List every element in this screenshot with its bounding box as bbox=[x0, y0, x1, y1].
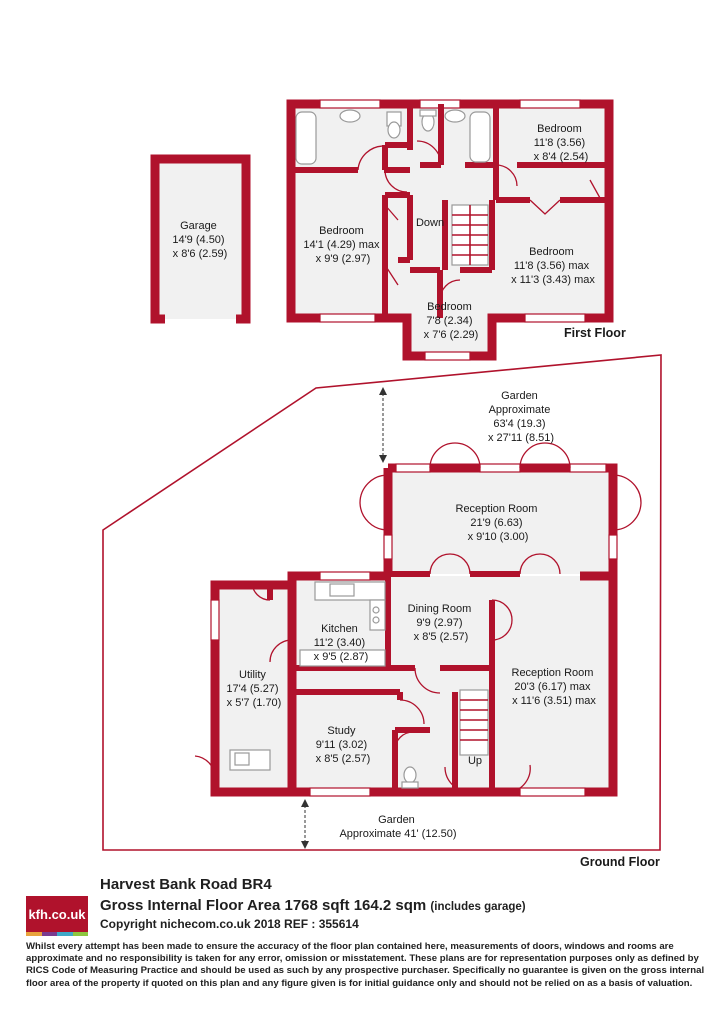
bedroom-left-label: Bedroom 14'1 (4.29) max x 9'9 (2.97) bbox=[303, 225, 382, 265]
bathroom-fixtures bbox=[295, 109, 491, 165]
logo-color-strip bbox=[26, 932, 88, 936]
reception-top-label: Reception Room 21'9 (6.63) x 9'10 (3.00) bbox=[456, 503, 541, 543]
stairs-down bbox=[451, 204, 489, 266]
bedroom-top-right-label: Bedroom 11'8 (3.56) x 8'4 (2.54) bbox=[534, 123, 589, 163]
disclaimer-text: Whilst every attempt has been made to en… bbox=[26, 941, 705, 989]
kitchen-units bbox=[229, 581, 386, 771]
first-floor bbox=[286, 99, 614, 361]
wc bbox=[403, 766, 417, 784]
window bbox=[519, 99, 581, 109]
floor-area-heading: Gross Internal Floor Area 1768 sqft 164.… bbox=[100, 897, 526, 914]
stairs-up-label: Up bbox=[468, 755, 482, 767]
first-floor-label: First Floor bbox=[564, 326, 626, 340]
logo-strip-segment bbox=[57, 932, 73, 936]
address-heading: Harvest Bank Road BR4 bbox=[100, 876, 272, 893]
window bbox=[479, 463, 521, 473]
window bbox=[383, 534, 393, 560]
garden-rear-label: Garden Approximate 63'4 (19.3) x 27'11 (… bbox=[488, 390, 554, 444]
window bbox=[608, 534, 618, 560]
window bbox=[309, 787, 371, 797]
floor-plan: Garage 14'9 (4.50) x 8'6 (2.59) Bedroom … bbox=[102, 99, 662, 869]
dining-label: Dining Room 9'9 (2.97) x 8'5 (2.57) bbox=[408, 603, 475, 643]
window bbox=[395, 463, 431, 473]
window bbox=[210, 599, 220, 641]
logo-strip-segment bbox=[41, 932, 57, 936]
kfh-logo: kfh.co.uk bbox=[26, 896, 88, 932]
window bbox=[319, 571, 371, 581]
bedroom-small-label: Bedroom 7'8 (2.34) x 7'6 (2.29) bbox=[424, 301, 479, 341]
floor-area-note: (includes garage) bbox=[430, 901, 526, 913]
window bbox=[524, 313, 586, 323]
ground-floor bbox=[102, 354, 662, 851]
reception-right-label: Reception Room 20'3 (6.17) max x 11'6 (3… bbox=[512, 667, 597, 707]
window bbox=[319, 313, 376, 323]
garage-label: Garage 14'9 (4.50) x 8'6 (2.59) bbox=[172, 220, 227, 260]
stairs-up bbox=[459, 689, 489, 756]
window bbox=[519, 787, 586, 797]
copyright-text: Copyright nichecom.co.uk 2018 REF : 3556… bbox=[100, 917, 359, 931]
plot-boundary bbox=[102, 354, 662, 851]
kitchen-label: Kitchen 11'2 (3.40) x 9'5 (2.87) bbox=[314, 623, 369, 663]
window bbox=[319, 99, 381, 109]
garage bbox=[150, 154, 251, 324]
window bbox=[424, 351, 471, 361]
bedroom-right-label: Bedroom 11'8 (3.56) max x 11'3 (3.43) ma… bbox=[511, 246, 595, 286]
garden-front-label: Garden Approximate 41' (12.50) bbox=[339, 814, 456, 840]
logo-strip-segment bbox=[72, 932, 88, 936]
study-label: Study 9'11 (3.02) x 8'5 (2.57) bbox=[316, 725, 371, 765]
ground-floor-label: Ground Floor bbox=[580, 855, 660, 869]
utility-label: Utility 17'4 (5.27) x 5'7 (1.70) bbox=[226, 669, 281, 709]
stairs-down-label: Down bbox=[416, 217, 444, 229]
logo-strip-segment bbox=[26, 932, 42, 936]
window bbox=[569, 463, 607, 473]
floor-area-text: Gross Internal Floor Area 1768 sqft 164.… bbox=[100, 897, 427, 914]
